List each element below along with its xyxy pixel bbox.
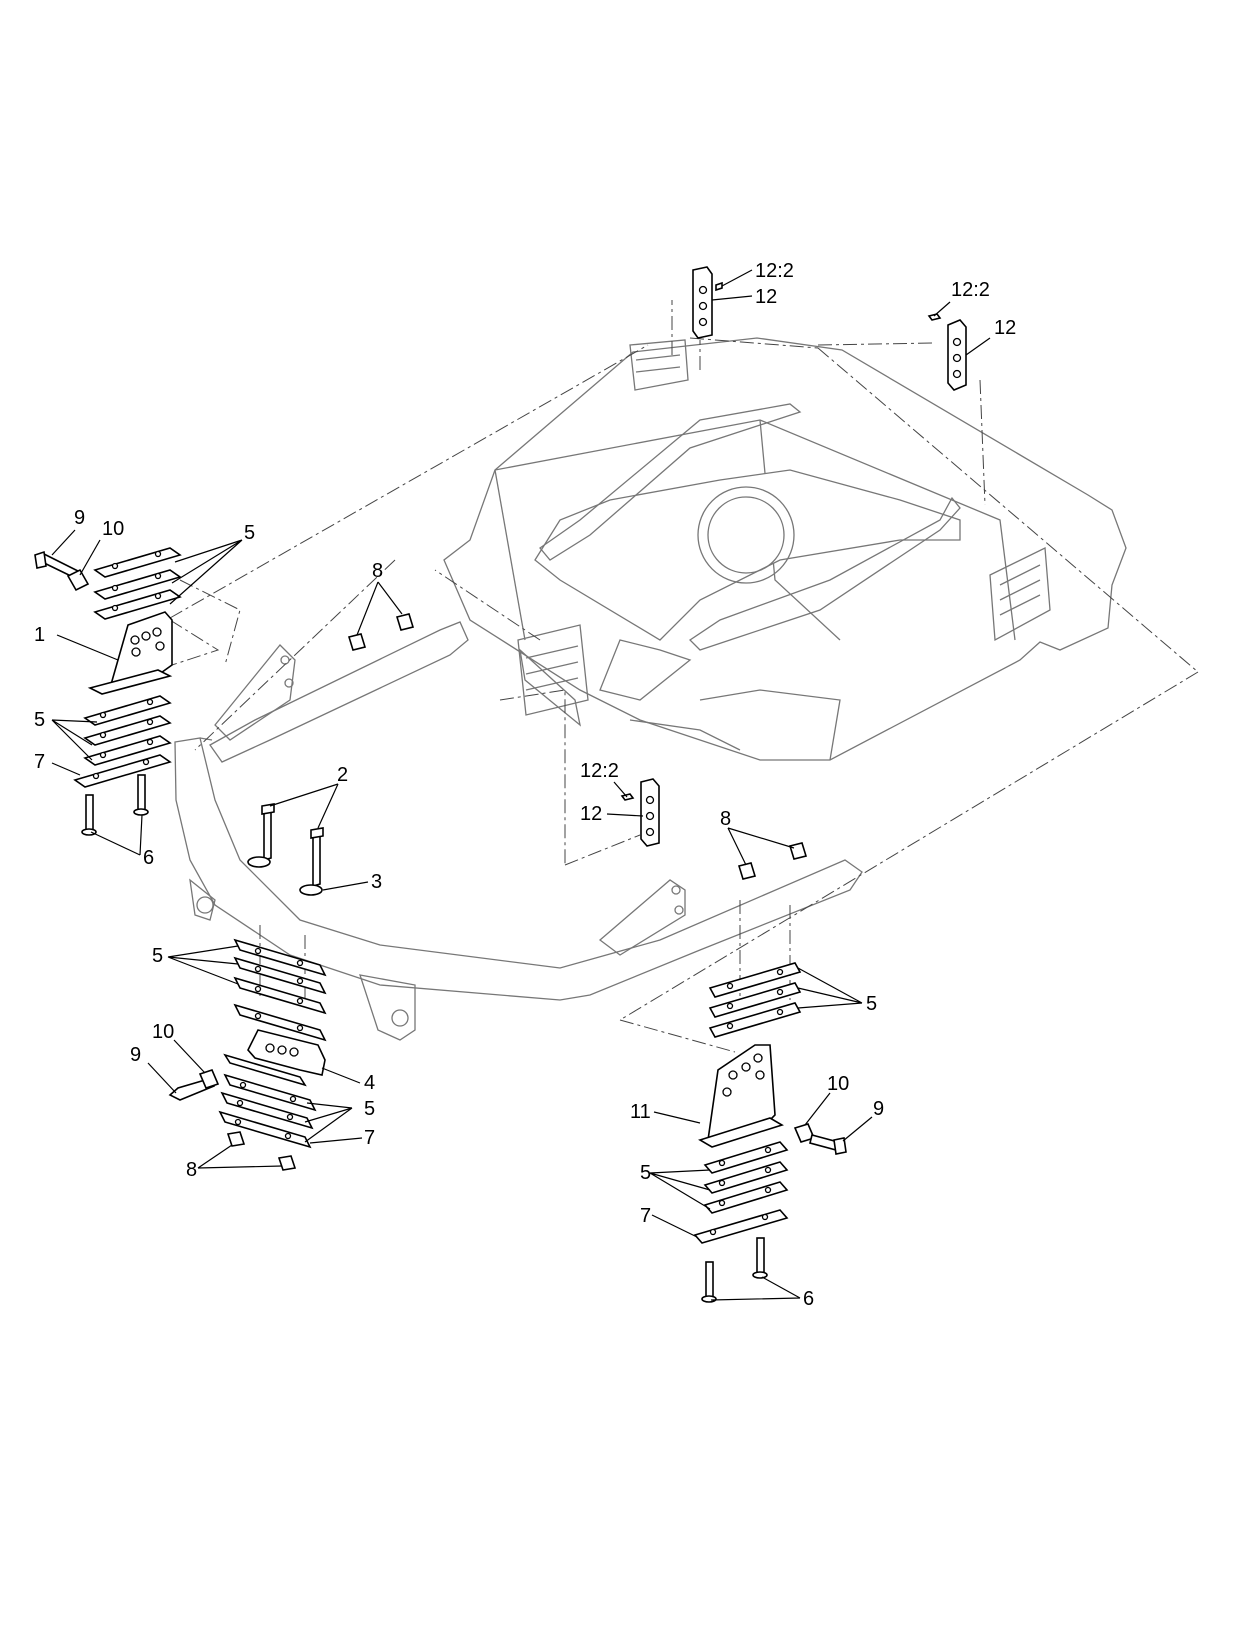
- callout-6: 6: [803, 1288, 814, 1310]
- callout-1: 1: [34, 624, 45, 646]
- callout-5: 5: [866, 993, 877, 1015]
- callout-9: 9: [74, 507, 85, 529]
- callout-12: 12: [755, 286, 777, 308]
- callout-9: 9: [130, 1044, 141, 1066]
- pin: [927, 313, 942, 321]
- callout-12: 12: [580, 803, 602, 825]
- callout-12: 12: [994, 317, 1016, 339]
- callout-5: 5: [640, 1162, 651, 1184]
- pin: [715, 281, 723, 292]
- callout-8: 8: [186, 1159, 197, 1181]
- callout-11: 11: [630, 1101, 651, 1123]
- leader-lines: [51, 269, 991, 1301]
- callout-12-2: 12:2: [951, 279, 990, 301]
- front-frame: [174, 621, 863, 1041]
- callout-10: 10: [152, 1021, 174, 1043]
- callout-8: 8: [720, 808, 731, 830]
- callout-5: 5: [152, 945, 163, 967]
- construction-lines: [169, 300, 1199, 1053]
- mower-deck: [443, 337, 1127, 761]
- hitch-plates: [620, 266, 967, 847]
- mount-bracket: [247, 1029, 326, 1076]
- callout-5: 5: [244, 522, 255, 544]
- callout-7: 7: [640, 1205, 651, 1227]
- callout-10: 10: [102, 518, 124, 540]
- callout-4: 4: [364, 1072, 375, 1094]
- callout-3: 3: [371, 871, 382, 893]
- callout-12-2: 12:2: [755, 260, 794, 282]
- right-mount-stack: [693, 842, 847, 1303]
- callout-6: 6: [143, 847, 154, 869]
- callout-2: 2: [337, 764, 348, 786]
- upper-nuts: [347, 613, 415, 651]
- left-upper-mount-stack: [34, 547, 182, 836]
- callout-labels: 9 10 5 1 5 7 6 8 2 3 5 10 9 4 5 7 8 12:2…: [34, 260, 1016, 1310]
- callout-9: 9: [873, 1098, 884, 1120]
- pin: [620, 793, 635, 801]
- callout-5: 5: [364, 1098, 375, 1120]
- callout-7: 7: [364, 1127, 375, 1149]
- callout-10: 10: [827, 1073, 849, 1095]
- callout-12-2: 12:2: [580, 760, 619, 782]
- left-lower-mount-stack: [168, 803, 327, 1171]
- callout-5: 5: [34, 709, 45, 731]
- callout-7: 7: [34, 751, 45, 773]
- callout-8: 8: [372, 560, 383, 582]
